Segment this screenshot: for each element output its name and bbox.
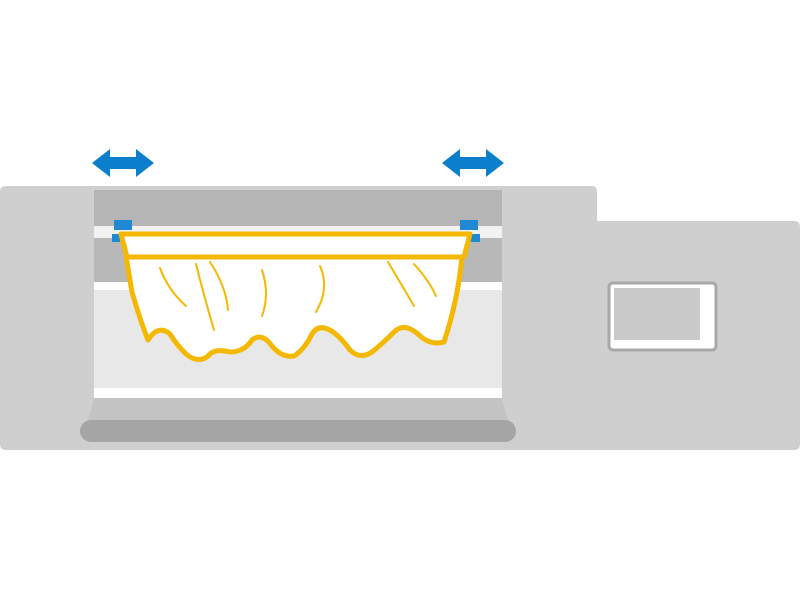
clamp-left-lower-icon [112, 234, 122, 242]
chamber-lower-lip [88, 398, 508, 420]
chamber-top-rail [94, 190, 502, 226]
filter-bag-media [123, 253, 465, 362]
filter-bag-folds [159, 261, 437, 331]
movement-arrows [92, 149, 504, 177]
handle-bar [80, 420, 516, 442]
filter-bag [118, 231, 473, 362]
clamp-right-icon [460, 220, 478, 230]
side-window [607, 281, 718, 352]
filter-frame [118, 231, 473, 260]
filter-clamps [112, 220, 480, 242]
clamp-right-lower-icon [470, 234, 480, 242]
clamp-left-icon [114, 220, 132, 230]
double-headed-arrow-right-icon [442, 149, 504, 177]
chamber-bottom-edge [94, 388, 502, 398]
window-glass [614, 288, 700, 340]
double-headed-arrow-left-icon [92, 149, 154, 177]
